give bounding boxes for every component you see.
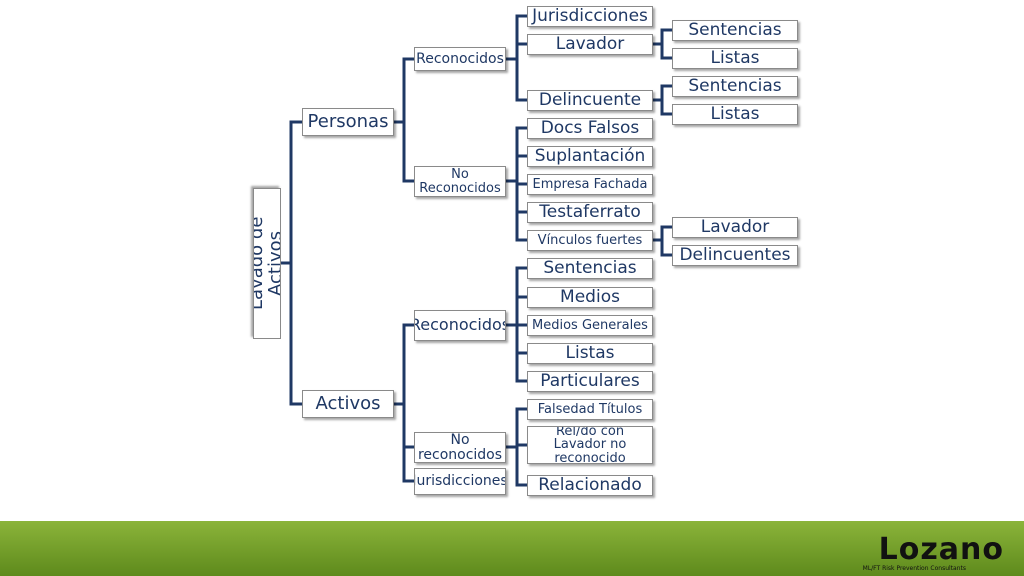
node-jurisdicciones: Jurisdicciones xyxy=(527,6,653,27)
node-vinculos-lavador: Lavador xyxy=(672,217,798,238)
node-delincuente-listas: Listas xyxy=(672,104,798,125)
node-particulares: Particulares xyxy=(527,371,653,392)
node-personas-no-reconocidos: No Reconocidos xyxy=(414,166,506,197)
node-root: Lavado de Activos xyxy=(253,188,281,339)
node-lavador: Lavador xyxy=(527,34,653,55)
node-vinculos-fuertes: Vínculos fuertes xyxy=(527,230,653,251)
node-lavador-sentencias: Sentencias xyxy=(672,20,798,41)
logo-wordmark: Lozano xyxy=(878,532,1004,567)
node-testaferrato: Testaferrato xyxy=(527,202,653,223)
lozano-logo: Lozano ML/FT Risk Prevention Consultants xyxy=(814,532,1004,574)
node-activos-listas: Listas xyxy=(527,343,653,364)
node-empresa-fachada: Empresa Fachada xyxy=(527,174,653,195)
node-rel-lavador: Rel/do con Lavador no reconocido xyxy=(527,426,653,464)
node-personas-reconocidos: Reconocidos xyxy=(414,47,506,71)
node-docs-falsos: Docs Falsos xyxy=(527,118,653,139)
node-falsedad-titulos: Falsedad Títulos xyxy=(527,399,653,420)
node-lavador-listas: Listas xyxy=(672,48,798,69)
node-activos-sentencias: Sentencias xyxy=(527,258,653,279)
node-suplantacion: Suplantación xyxy=(527,146,653,167)
node-personas: Personas xyxy=(302,108,394,136)
node-medios-generales: Medios Generales xyxy=(527,315,653,336)
node-delincuente-sentencias: Sentencias xyxy=(672,76,798,97)
node-relacionado: Relacionado xyxy=(527,475,653,496)
node-activos: Activos xyxy=(302,390,394,418)
node-vinculos-delincuentes: Delincuentes xyxy=(672,245,798,266)
footer-bar xyxy=(0,521,1024,576)
logo-tagline: ML/FT Risk Prevention Consultants xyxy=(862,565,966,572)
node-activos-jurisdicciones: Jurisdicciones xyxy=(414,468,506,495)
node-activos-reconocidos: Reconocidos xyxy=(414,310,506,341)
node-delincuente: Delincuente xyxy=(527,90,653,111)
node-medios: Medios xyxy=(527,287,653,308)
node-activos-no-reconocidos: No reconocidos xyxy=(414,432,506,463)
